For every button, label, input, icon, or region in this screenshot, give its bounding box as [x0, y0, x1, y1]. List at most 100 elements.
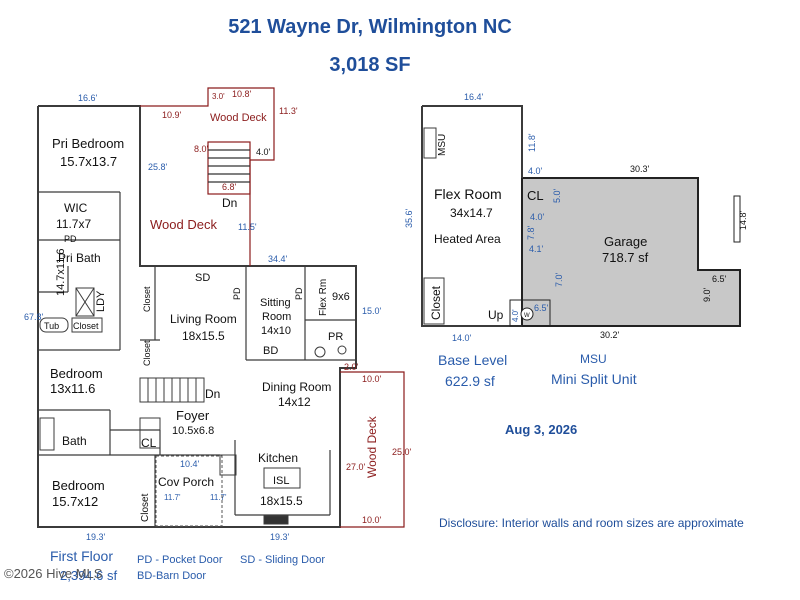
base-level-area: 622.9 sf — [445, 373, 495, 389]
base-room-closet: Closet — [429, 285, 443, 320]
dim-porch-104: 10.4' — [180, 459, 200, 469]
base-room-cl: CL — [527, 188, 544, 203]
base-room-up: Up — [488, 308, 504, 322]
base-level-labels: 16.4' 35.6' 11.8' 30.3' 4.0' 5.0' 4.0' 7… — [404, 92, 748, 530]
room-dining-room-size: 14x12 — [278, 395, 311, 409]
base-dim-148: 14.8' — [738, 210, 748, 230]
address-title: 521 Wayne Dr, Wilmington NC — [228, 16, 512, 38]
room-cov-porch: Cov Porch — [158, 475, 214, 489]
first-floor-labels: 16.6' 10.9' 10.8' 3.0' 11.3' 8.0' 4.0' 6… — [4, 89, 412, 583]
room-dn-top: Dn — [222, 196, 237, 210]
dim-deck-side-3: 3.0' — [212, 92, 225, 101]
msu-abbr: MSU — [580, 352, 607, 366]
base-room-garage: Garage — [604, 234, 647, 249]
base-dim-bottom-a: 14.0' — [452, 333, 472, 343]
disclaimer: Disclosure: Interior walls and room size… — [439, 516, 744, 530]
room-pr: PR — [328, 331, 343, 343]
dim-mid-344: 34.4' — [268, 254, 288, 264]
room-pd-c: PD — [294, 287, 304, 300]
base-dim-40a: 4.0' — [528, 166, 543, 176]
dim-deck-258: 25.8' — [148, 162, 168, 172]
room-wood-deck-top: Wood Deck — [210, 112, 267, 124]
room-pri-bedroom: Pri Bedroom — [52, 136, 124, 151]
room-bd: BD — [263, 345, 278, 357]
room-pri-bath: Pri Bath — [58, 251, 101, 265]
base-room-flex-room: Flex Room — [434, 186, 502, 202]
room-bedroom-b: Bedroom — [52, 478, 105, 493]
base-dim-bottom-b: 30.2' — [600, 330, 620, 340]
room-isl: ISL — [273, 475, 290, 487]
room-closet-c: Closet — [142, 340, 152, 366]
room-tub: Tub — [44, 321, 59, 331]
room-pri-bath-size: 14.7x11.6 — [55, 248, 67, 296]
dim-deck-top-b: 10.8' — [232, 89, 252, 99]
dim-rm-20: 2.0' — [344, 362, 359, 372]
dim-deck-270: 27.0' — [346, 462, 366, 472]
base-dim-top: 16.4' — [464, 92, 484, 102]
room-wood-deck-mid: Wood Deck — [150, 217, 217, 232]
room-wood-deck-right: Wood Deck — [365, 415, 379, 478]
base-dim-40c: 4.0' — [511, 309, 520, 322]
dim-deck-side-113: 11.3' — [279, 106, 298, 116]
room-closet-d: Closet — [140, 493, 151, 522]
dim-bottom-a: 19.3' — [86, 532, 106, 542]
dim-left-678: 67.8' — [24, 312, 44, 322]
room-bedroom-a: Bedroom — [50, 366, 103, 381]
base-dim-41: 4.1' — [529, 244, 544, 254]
room-sitting: Sitting — [260, 297, 291, 309]
dim-deck-100b: 10.0' — [362, 515, 382, 525]
room-bedroom-b-size: 15.7x12 — [52, 494, 98, 509]
room-kitchen-size: 18x15.5 — [260, 494, 303, 508]
base-dim-left: 35.6' — [404, 208, 414, 228]
room-flex-rm-size: 9x6 — [332, 291, 350, 303]
decks — [140, 87, 405, 528]
covered-porch-outline — [155, 455, 223, 527]
room-foyer-size: 10.5x6.8 — [172, 425, 214, 437]
dim-deck-250: 25.0' — [392, 447, 412, 457]
dim-bottom-b: 19.3' — [270, 532, 290, 542]
room-flex-rm: Flex Rm — [318, 279, 329, 316]
dim-deck-8: 8.0' — [194, 144, 209, 154]
dim-top-left: 16.6' — [78, 93, 98, 103]
first-floor-title: First Floor — [50, 548, 113, 564]
base-room-flex-room-size: 34x14.7 — [450, 206, 493, 220]
room-closet-a: Closet — [73, 321, 99, 331]
base-dim-garage-top: 30.3' — [630, 164, 650, 174]
dim-deck-100a: 10.0' — [362, 374, 382, 384]
room-pd-a: PD — [64, 234, 77, 244]
legend-pd: PD - Pocket Door — [137, 554, 223, 566]
base-dim-50: 5.0' — [552, 188, 562, 203]
base-dim-90: 9.0' — [702, 287, 712, 302]
room-bath: Bath — [62, 434, 87, 448]
room-closet-b: Closet — [142, 286, 152, 312]
base-dim-78: 7.8' — [526, 225, 536, 240]
msu-full: Mini Split Unit — [551, 371, 637, 387]
room-pd-b: PD — [232, 287, 242, 300]
room-living-room-size: 18x15.5 — [182, 329, 225, 343]
base-level-walls — [421, 105, 741, 327]
dim-porch-117b: 11.7' — [210, 493, 227, 502]
room-ldy: LDY — [95, 290, 107, 312]
total-area: 3,018 SF — [329, 54, 411, 76]
room-sd: SD — [195, 272, 210, 284]
dim-deck-115: 11.5' — [238, 222, 257, 232]
dim-rm-150: 15.0' — [362, 306, 382, 316]
base-dim-msu-side: 11.8' — [527, 133, 537, 152]
room-wic: WIC — [64, 201, 88, 215]
base-room-w: W — [524, 313, 530, 319]
room-pri-bedroom-size: 15.7x13.7 — [60, 154, 117, 169]
first-floor-area: 2,394.6 sf — [60, 568, 117, 583]
room-living-room: Living Room — [170, 312, 237, 326]
legend-sd: SD - Sliding Door — [240, 554, 325, 566]
room-dining-room: Dining Room — [262, 380, 331, 394]
room-dn-mid: Dn — [205, 387, 220, 401]
room-wic-size: 11.7x7 — [56, 217, 91, 231]
base-level-title: Base Level — [438, 352, 507, 368]
base-dim-70: 7.0' — [554, 272, 564, 287]
room-sitting-size: 14x10 — [261, 325, 291, 337]
base-room-msu: MSU — [437, 134, 448, 156]
room-kitchen: Kitchen — [258, 451, 298, 465]
dim-porch-117a: 11.7' — [164, 493, 181, 502]
dim-deck-4: 4.0' — [256, 147, 271, 157]
